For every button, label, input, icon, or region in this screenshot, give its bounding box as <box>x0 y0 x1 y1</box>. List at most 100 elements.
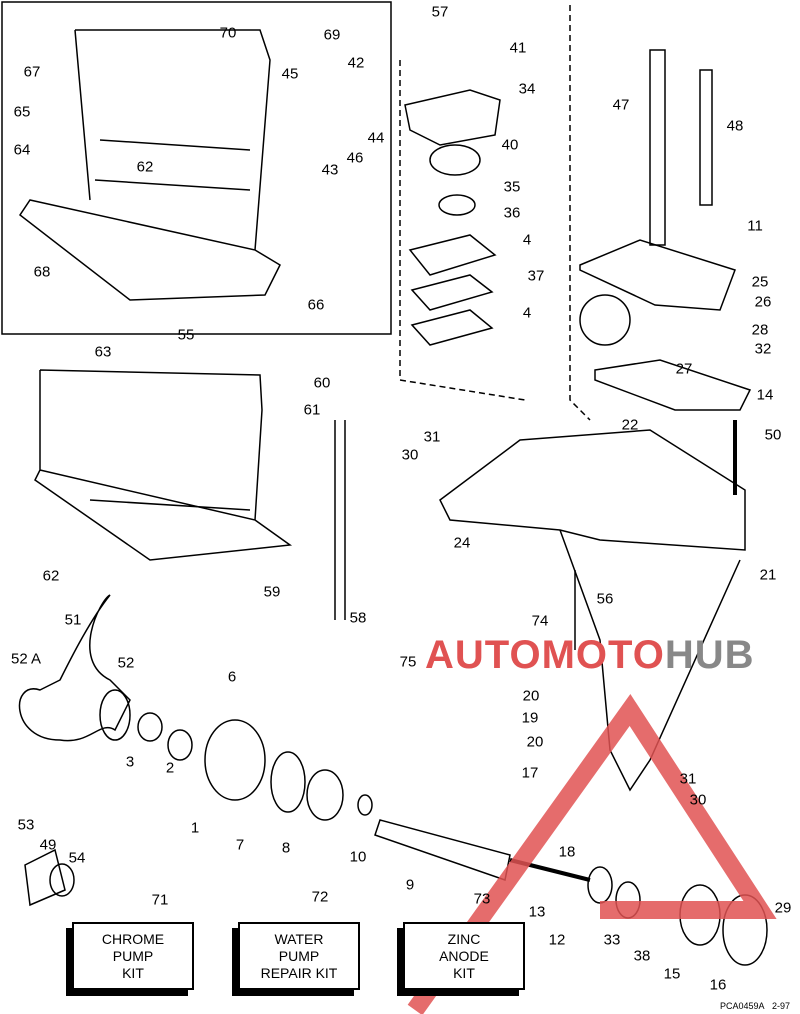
callout: 28 <box>751 321 769 339</box>
thrust-washer-shape <box>357 794 373 816</box>
callout: 73 <box>473 890 491 908</box>
exhaust-housing-shape <box>34 369 293 561</box>
callout: 52 A <box>10 650 42 668</box>
callout: 52 <box>117 654 135 672</box>
callout: 30 <box>689 791 707 809</box>
callout: 33 <box>603 931 621 949</box>
figure-id: PCA0459A <box>719 1001 765 1011</box>
callout: 75 <box>399 653 417 671</box>
callout: 34 <box>518 80 536 98</box>
callout: 8 <box>281 839 291 857</box>
studs-shape <box>334 420 576 650</box>
callout: 67 <box>23 63 41 81</box>
gearcase-shape <box>439 429 746 551</box>
figure-date: 2-97 <box>771 1001 790 1011</box>
callout: 31 <box>423 428 441 446</box>
o-ring-shape <box>270 751 306 813</box>
callout: 3 <box>125 753 135 771</box>
callout: 15 <box>663 965 681 983</box>
callout: 65 <box>13 103 31 121</box>
callout: 38 <box>633 947 651 965</box>
callout: 25 <box>751 273 769 291</box>
gasket-shape <box>594 359 752 411</box>
callout: 45 <box>281 65 299 83</box>
upper-housing-lines <box>94 139 251 191</box>
callout: 63 <box>94 343 112 361</box>
callout: 53 <box>17 816 35 834</box>
kit-line: CHROME <box>101 930 165 947</box>
callout: 43 <box>321 161 339 179</box>
watermark-text-a: AUTOMOTO <box>425 633 665 677</box>
callout: 62 <box>42 567 60 585</box>
kit-line: KIT <box>453 964 475 981</box>
cone-shape <box>24 848 66 907</box>
callout: 26 <box>754 293 772 311</box>
callout: 74 <box>531 612 549 630</box>
upper-housing-frame <box>1 1 392 335</box>
exhaust-housing-line <box>89 499 251 511</box>
callout: 30 <box>401 446 419 464</box>
callout: 44 <box>367 129 385 147</box>
callout: 2 <box>165 759 175 777</box>
callout: 6 <box>227 668 237 686</box>
callout: 31 <box>679 770 697 788</box>
callout: 11 <box>747 217 763 235</box>
bearing-housing-lower-shape <box>204 719 266 801</box>
figure-code: PCA0459A 2-97 <box>720 1001 790 1011</box>
callout: 19 <box>521 709 539 727</box>
kit-line: ANODE <box>439 947 489 964</box>
callout: 60 <box>313 374 331 392</box>
callout: 50 <box>764 426 782 444</box>
watermark-triangle <box>407 694 777 1014</box>
callout: 42 <box>347 54 365 72</box>
callout: 59 <box>263 583 281 601</box>
gear-shape <box>306 769 344 821</box>
upper-housing-shape <box>18 29 281 301</box>
impeller-shape <box>438 194 476 216</box>
seal-shape <box>167 729 193 761</box>
callout: 36 <box>503 204 521 222</box>
kit-line: REPAIR KIT <box>260 964 338 981</box>
callout: 24 <box>453 534 471 552</box>
callout: 4 <box>522 231 532 249</box>
kit-line: ZINC <box>447 930 481 947</box>
callout: 55 <box>177 326 195 344</box>
callout: 14 <box>756 386 774 404</box>
callout: 47 <box>612 96 630 114</box>
callout: 54 <box>68 849 86 867</box>
callout: 20 <box>526 733 544 751</box>
callout: 69 <box>323 26 341 44</box>
callout: 20 <box>522 687 540 705</box>
callout: 29 <box>774 899 792 917</box>
callout: 49 <box>39 836 57 854</box>
callout: 32 <box>754 340 772 358</box>
callout: 46 <box>346 149 364 167</box>
callout: 9 <box>405 876 415 894</box>
callout: 13 <box>528 903 546 921</box>
prop-hub-shape <box>99 689 131 741</box>
callout: 56 <box>596 590 614 608</box>
callout: 4 <box>522 304 532 322</box>
driveshaft-shape <box>649 49 713 246</box>
callout: 57 <box>431 3 449 21</box>
callout: 68 <box>33 263 51 281</box>
pump-liner-shape <box>429 144 481 176</box>
propshaft-shape <box>374 819 511 881</box>
callout: 41 <box>509 39 527 57</box>
callout: 48 <box>726 117 744 135</box>
callout: 16 <box>709 976 727 994</box>
washer-shape <box>137 712 163 742</box>
callout: 21 <box>759 566 777 584</box>
kit-line: PUMP <box>112 947 154 964</box>
callout: 64 <box>13 141 31 159</box>
callout: 22 <box>621 416 639 434</box>
guide-lines <box>399 5 591 421</box>
callout: 1 <box>190 819 200 837</box>
callout: 35 <box>503 178 521 196</box>
callout: 40 <box>501 136 519 154</box>
callout: 27 <box>675 360 693 378</box>
